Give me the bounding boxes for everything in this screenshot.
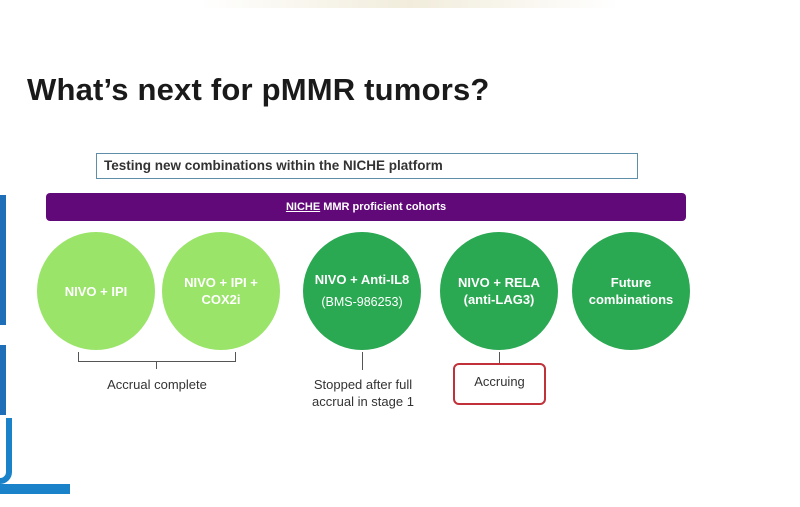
- connector-line: [499, 352, 500, 364]
- cohort-label: NIVO + IPI +: [184, 275, 258, 290]
- left-edge-decoration: [0, 418, 12, 484]
- top-decoration: [200, 0, 620, 8]
- cohort-label: NIVO + IPI: [64, 283, 128, 299]
- cohort-circle-nivo-anti-il8: NIVO + Anti-IL8 (BMS-986253): [303, 232, 421, 350]
- cohort-circle-future: Future combinations: [572, 232, 690, 350]
- accrual-bracket: [78, 352, 236, 362]
- left-edge-decoration: [0, 345, 6, 415]
- caption-stopped: Stopped after full accrual in stage 1: [300, 376, 426, 410]
- cohort-label-line2: COX2i: [201, 292, 241, 307]
- banner-label: MMR proficient cohorts: [320, 201, 447, 213]
- cohort-label-line2: combinations: [588, 292, 674, 307]
- caption-accrual-complete: Accrual complete: [107, 377, 207, 392]
- left-edge-decoration: [0, 195, 6, 325]
- accruing-badge: Accruing: [453, 363, 546, 405]
- cohort-circle-nivo-rela: NIVO + RELA (anti-LAG3): [440, 232, 558, 350]
- caption-stopped-line1: Stopped after full: [313, 377, 413, 392]
- cohort-label: NIVO + Anti-IL8: [314, 272, 410, 287]
- cohort-label-line2: (anti-LAG3): [463, 292, 535, 307]
- caption-stopped-line2: accrual in stage 1: [312, 394, 414, 409]
- subtitle-text: Testing new combinations within the NICH…: [104, 158, 443, 173]
- cohorts-banner: NICHE MMR proficient cohorts: [46, 193, 686, 221]
- left-edge-decoration: [0, 484, 70, 494]
- caption-accruing: Accruing: [474, 374, 525, 389]
- cohort-circle-nivo-ipi: NIVO + IPI: [37, 232, 155, 350]
- subtitle-box: Testing new combinations within the NICH…: [96, 153, 638, 179]
- connector-line: [362, 352, 363, 370]
- cohort-circle-nivo-ipi-cox2i: NIVO + IPI + COX2i: [162, 232, 280, 350]
- cohort-label: NIVO + RELA: [458, 275, 540, 290]
- bracket-tick: [156, 361, 157, 369]
- cohort-label: Future: [610, 275, 652, 290]
- cohort-sublabel: (BMS-986253): [321, 295, 403, 309]
- slide-title: What’s next for pMMR tumors?: [27, 72, 490, 107]
- banner-niche-label: NICHE: [285, 201, 321, 213]
